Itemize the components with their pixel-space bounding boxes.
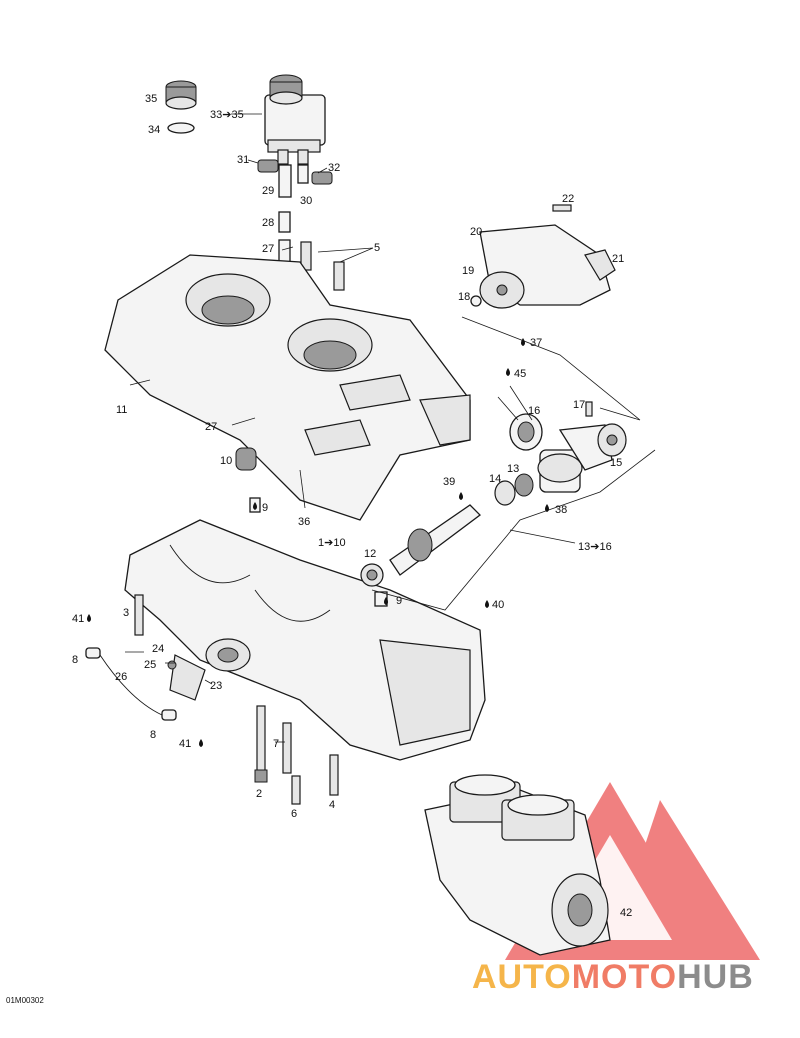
label-27-upper: 27: [262, 243, 274, 255]
label-28: 28: [262, 217, 274, 229]
label-2: 2: [256, 788, 262, 800]
studs-and-bolts: [85, 594, 339, 805]
water-pump-housing: [470, 204, 616, 309]
oil-reservoir-assembly: [165, 74, 326, 165]
label-40: 40: [492, 599, 504, 611]
label-34: 34: [148, 124, 160, 136]
label-4: 4: [329, 799, 335, 811]
label-25: 25: [144, 659, 156, 671]
label-9-upper: 9: [262, 502, 268, 514]
drawing-code: 01M00302: [6, 996, 44, 1005]
label-32: 32: [328, 162, 340, 174]
label-42: 42: [620, 907, 632, 919]
label-13: 13: [507, 463, 519, 475]
label-37: 37: [530, 337, 542, 349]
label-31: 31: [237, 154, 249, 166]
label-33-to-35: 33➔35: [210, 109, 244, 121]
label-7: 7: [273, 738, 279, 750]
label-8-upper: 8: [72, 654, 78, 666]
label-41-lower: 41: [179, 738, 191, 750]
label-11: 11: [116, 404, 127, 416]
label-19: 19: [462, 265, 474, 277]
oil-drop-symbols: [87, 338, 549, 747]
label-38: 38: [555, 504, 567, 516]
label-23: 23: [210, 680, 222, 692]
label-6: 6: [291, 808, 297, 820]
watermark-hub: HUB: [677, 958, 754, 996]
label-18: 18: [458, 291, 470, 303]
label-41-upper: 41: [72, 613, 84, 625]
label-15: 15: [610, 457, 622, 469]
label-26: 26: [115, 671, 127, 683]
label-22: 22: [562, 193, 574, 205]
rotary-valve-shaft: [360, 401, 627, 587]
label-8-lower: 8: [150, 729, 156, 741]
callout-labels: 35 34 33➔35 31 32 29 30 28 27 5 22 20 21…: [72, 93, 632, 919]
upper-crankcase: [104, 254, 471, 521]
label-17: 17: [573, 399, 585, 411]
label-14: 14: [489, 473, 501, 485]
leader-lines: [125, 113, 656, 743]
label-10: 10: [220, 455, 232, 467]
label-13-to-16: 13➔16: [578, 541, 612, 553]
label-36: 36: [298, 516, 310, 528]
label-24: 24: [152, 643, 164, 655]
label-1-to-10: 1➔10: [318, 537, 346, 549]
lower-crankcase: [124, 519, 486, 761]
oil-hose-parts: [257, 159, 345, 291]
label-30: 30: [300, 195, 312, 207]
watermark-auto: AUTO: [472, 958, 572, 996]
label-39: 39: [443, 476, 455, 488]
label-3: 3: [123, 607, 129, 619]
label-5: 5: [374, 242, 380, 254]
watermark-moto: MOTO: [571, 958, 678, 996]
label-12: 12: [364, 548, 376, 560]
label-29: 29: [262, 185, 274, 197]
label-21: 21: [612, 253, 624, 265]
label-27-lower: 27: [205, 421, 217, 433]
label-9-lower: 9: [396, 595, 402, 607]
engine-assembly: [424, 774, 611, 956]
label-45: 45: [514, 368, 526, 380]
label-35: 35: [145, 93, 157, 105]
label-16: 16: [528, 405, 540, 417]
watermark-text: AUTOMOTOHUB: [472, 958, 754, 997]
label-20: 20: [470, 226, 482, 238]
